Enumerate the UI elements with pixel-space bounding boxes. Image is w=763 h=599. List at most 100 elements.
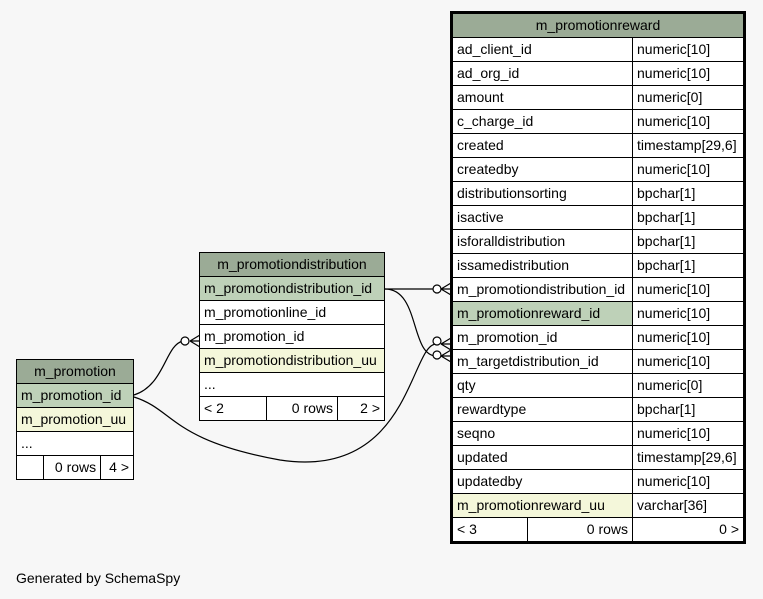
column-name: isforalldistribution — [451, 229, 633, 254]
edge-distribution-to-reward-targetid — [384, 288, 437, 357]
column-type: bpchar[1] — [632, 253, 745, 278]
footer-children[interactable]: 0 > — [632, 517, 745, 543]
column-name: isactive — [451, 205, 633, 230]
table-footer: 0 rows 4 > — [16, 455, 134, 480]
footer-rows: 0 rows — [527, 517, 633, 543]
column-type: numeric[10] — [632, 325, 745, 350]
column-name: m_promotiondistribution_id — [451, 277, 633, 302]
table-m-promotiondistribution[interactable]: m_promotiondistribution m_promotiondistr… — [199, 252, 385, 421]
column-name: m_promotion_id — [16, 383, 134, 408]
footer-parents[interactable]: < 2 — [199, 396, 267, 421]
column-row[interactable]: m_promotiondistribution_uu — [199, 348, 385, 373]
column-type: bpchar[1] — [632, 397, 745, 422]
column-name: m_promotiondistribution_id — [199, 276, 385, 301]
table-title[interactable]: m_promotionreward — [451, 12, 745, 38]
column-type: varchar[36] — [632, 493, 745, 518]
table-footer: < 3 0 rows 0 > — [451, 517, 745, 543]
column-name: issamedistribution — [451, 253, 633, 278]
edge-promotion-to-distribution — [133, 340, 184, 396]
column-name: m_promotiondistribution_uu — [199, 348, 385, 373]
column-name: ad_client_id — [451, 37, 633, 62]
column-type: numeric[0] — [632, 373, 745, 398]
footer-parents[interactable]: < 3 — [451, 517, 528, 543]
footer-rows: 0 rows — [42, 455, 102, 480]
column-type: numeric[10] — [632, 421, 745, 446]
column-row[interactable]: m_promotion_uu — [16, 407, 134, 432]
column-name: ... — [16, 431, 134, 456]
column-name: createdby — [451, 157, 633, 182]
footer-children[interactable]: 2 > — [337, 396, 385, 421]
column-name: m_promotion_id — [451, 325, 633, 350]
column-name: updatedby — [451, 469, 633, 494]
column-type: bpchar[1] — [632, 205, 745, 230]
column-type: numeric[10] — [632, 157, 745, 182]
column-type: numeric[10] — [632, 301, 745, 326]
table-title[interactable]: m_promotiondistribution — [199, 252, 385, 277]
generated-by-footer: Generated by SchemaSpy — [16, 570, 181, 586]
footer-children[interactable]: 4 > — [100, 455, 134, 480]
column-type: numeric[10] — [632, 277, 745, 302]
column-row[interactable]: m_promotion_id — [199, 324, 385, 349]
column-name: m_targetdistribution_id — [451, 349, 633, 374]
column-name: c_charge_id — [451, 109, 633, 134]
column-row[interactable]: ... — [16, 431, 134, 456]
column-name: m_promotion_id — [199, 324, 385, 349]
column-name: m_promotionline_id — [199, 300, 385, 325]
table-title[interactable]: m_promotion — [16, 359, 134, 384]
column-name: m_promotionreward_id — [451, 301, 633, 326]
column-type: numeric[10] — [632, 61, 745, 86]
column-row[interactable]: m_promotionline_id — [199, 300, 385, 325]
column-name: created — [451, 133, 633, 158]
column-type: bpchar[1] — [632, 229, 745, 254]
column-type: numeric[10] — [632, 349, 745, 374]
column-type: numeric[0] — [632, 85, 745, 110]
column-type: timestamp[29,6] — [632, 133, 745, 158]
column-name: m_promotion_uu — [16, 407, 134, 432]
column-name: ad_org_id — [451, 61, 633, 86]
column-row[interactable]: m_promotiondistribution_id — [199, 276, 385, 301]
column-row[interactable]: ... — [199, 372, 385, 397]
column-type: numeric[10] — [632, 37, 745, 62]
column-name: seqno — [451, 421, 633, 446]
column-type: bpchar[1] — [632, 181, 745, 206]
column-type: timestamp[29,6] — [632, 445, 745, 470]
table-footer: < 2 0 rows 2 > — [199, 396, 385, 421]
column-type: numeric[10] — [632, 469, 745, 494]
footer-parents — [16, 455, 44, 480]
column-row[interactable]: m_promotion_id — [16, 383, 134, 408]
column-name: m_promotionreward_uu — [451, 493, 633, 518]
column-name: qty — [451, 373, 633, 398]
column-name: distributionsorting — [451, 181, 633, 206]
column-name: updated — [451, 445, 633, 470]
footer-rows: 0 rows — [266, 396, 338, 421]
column-name: rewardtype — [451, 397, 633, 422]
column-name: ... — [199, 372, 385, 397]
column-name: amount — [451, 85, 633, 110]
column-type: numeric[10] — [632, 109, 745, 134]
